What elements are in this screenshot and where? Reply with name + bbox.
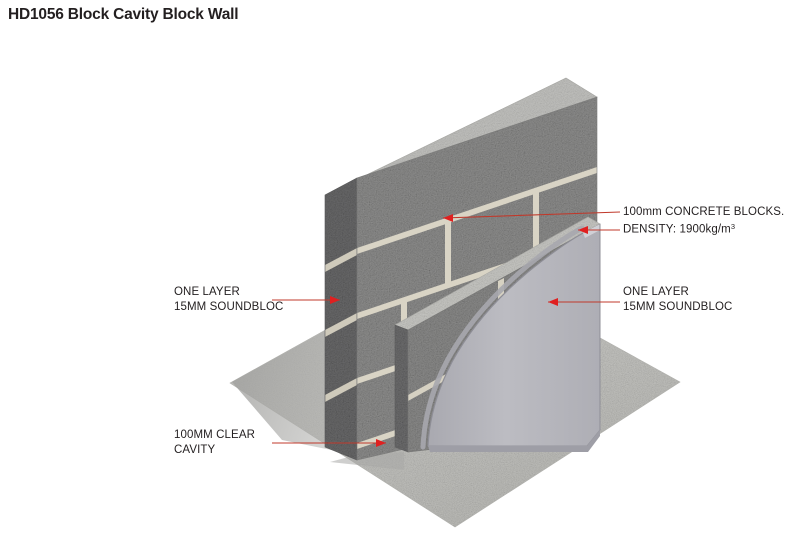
callout-density-exponent: 3 [730,221,736,231]
arrowhead-inner-leaf [578,226,588,234]
callout-concrete-blocks-line2: DENSITY: 1900kg/m3 [623,220,784,237]
soundbloc-plasterboard-layer [420,224,601,452]
callout-concrete-blocks: 100mm CONCRETE BLOCKS. DENSITY: 1900kg/m… [623,205,784,237]
callout-arrowheads [330,214,588,447]
callout-cavity-line1: 100MM CLEAR [174,429,255,441]
arrowhead-cavity [376,439,386,447]
arrowhead-concrete-blocks [443,214,453,222]
callout-soundbloc-left: ONE LAYER 15MM SOUNDBLOC [174,285,283,314]
callout-soundbloc-right-line1: ONE LAYER [623,286,689,298]
arrowhead-soundbloc-right [548,298,558,306]
page-title: HD1056 Block Cavity Block Wall [8,6,239,23]
callout-density-text: DENSITY: 1900kg/m [623,223,731,235]
arrowhead-soundbloc-left [330,296,340,304]
callout-soundbloc-left-line2: 15MM SOUNDBLOC [174,300,284,313]
callout-cavity: 100MM CLEAR CAVITY [174,428,255,457]
callout-soundbloc-left-line1: ONE LAYER [174,286,240,298]
callout-cavity-line2: CAVITY [174,443,216,456]
callout-soundbloc-right-line2: 15MM SOUNDBLOC [623,300,733,313]
callout-concrete-blocks-line1: 100mm CONCRETE BLOCKS. [623,206,785,218]
outer-leaf-end-mortar-joints [325,248,357,402]
callout-soundbloc-right: ONE LAYER 15MM SOUNDBLOC [623,285,732,314]
callout-leaders [272,211,621,444]
